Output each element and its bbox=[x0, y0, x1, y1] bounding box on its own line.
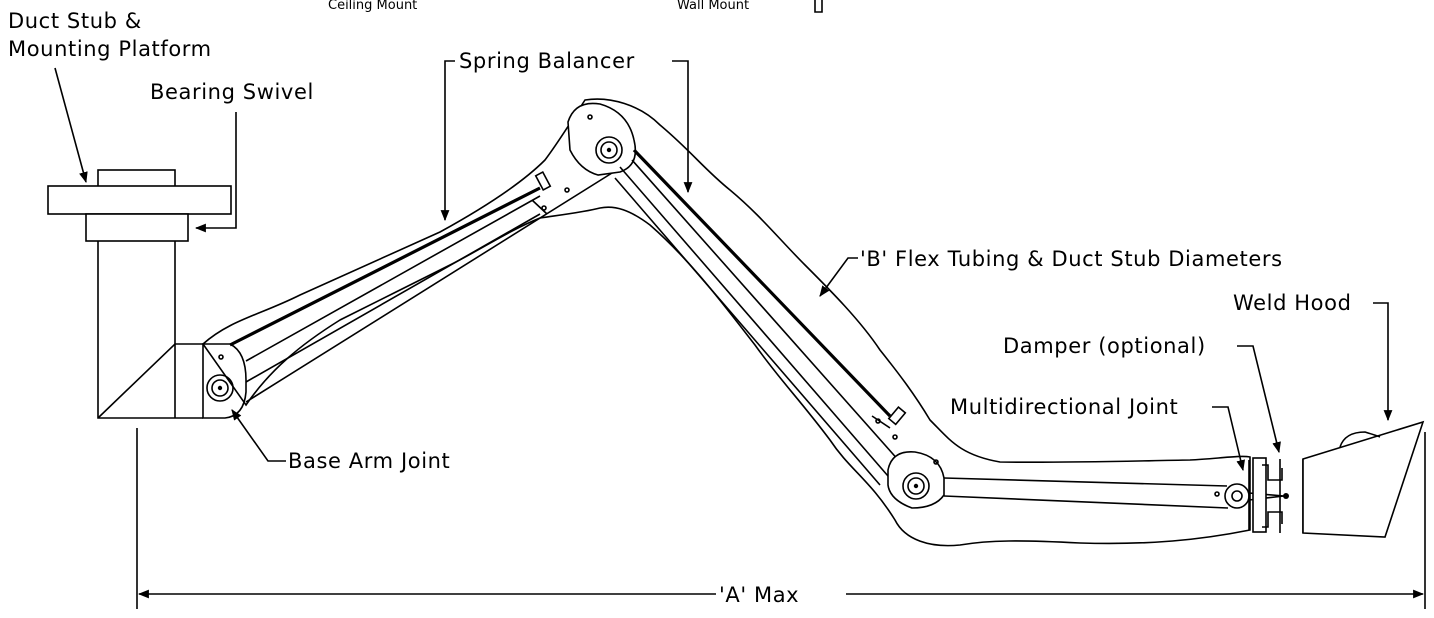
damper-leader bbox=[1237, 345, 1281, 454]
duct-stub-label-line1: Duct Stub & bbox=[8, 9, 142, 33]
damper-label: Damper (optional) bbox=[1003, 334, 1206, 358]
spring-balancer-leader-right bbox=[672, 60, 693, 194]
duct-stub-leader bbox=[54, 67, 88, 184]
wrist-joint bbox=[887, 451, 945, 509]
a-max-label: 'A' Max bbox=[719, 583, 799, 607]
mounting-platform bbox=[47, 169, 232, 242]
wall-mount-checkbox bbox=[814, 0, 823, 13]
a-max-dimension bbox=[136, 428, 1426, 609]
upper-arm bbox=[614, 148, 907, 486]
duct-stub bbox=[97, 241, 203, 419]
base-arm-joint-leader bbox=[231, 409, 286, 462]
flex-tubing-outline bbox=[201, 98, 1251, 547]
weld-hood-leader bbox=[1373, 302, 1393, 422]
flex-tubing-label: 'B' Flex Tubing & Duct Stub Diameters bbox=[860, 247, 1283, 271]
base-arm-joint bbox=[202, 343, 247, 419]
duct-stub-label-line2: Mounting Platform bbox=[8, 37, 212, 61]
lower-arm bbox=[229, 167, 621, 403]
spring-balancer-leader-left bbox=[440, 60, 455, 222]
flex-tubing-leader bbox=[819, 257, 858, 297]
base-arm-joint-label: Base Arm Joint bbox=[288, 449, 450, 473]
wall-mount-label: Wall Mount bbox=[677, 0, 749, 13]
forearm bbox=[943, 477, 1229, 509]
spring-balancer-label: Spring Balancer bbox=[459, 49, 635, 73]
multidirectional-joint-leader bbox=[1212, 406, 1245, 472]
ceiling-mount-label: Ceiling Mount bbox=[328, 0, 417, 13]
weld-hood bbox=[1302, 420, 1425, 538]
weld-hood-label: Weld Hood bbox=[1233, 291, 1352, 315]
bearing-swivel-leader bbox=[194, 112, 237, 233]
elbow-joint bbox=[567, 102, 637, 176]
bearing-swivel-label: Bearing Swivel bbox=[150, 80, 314, 104]
multidirectional-joint-label: Multidirectional Joint bbox=[950, 395, 1178, 419]
